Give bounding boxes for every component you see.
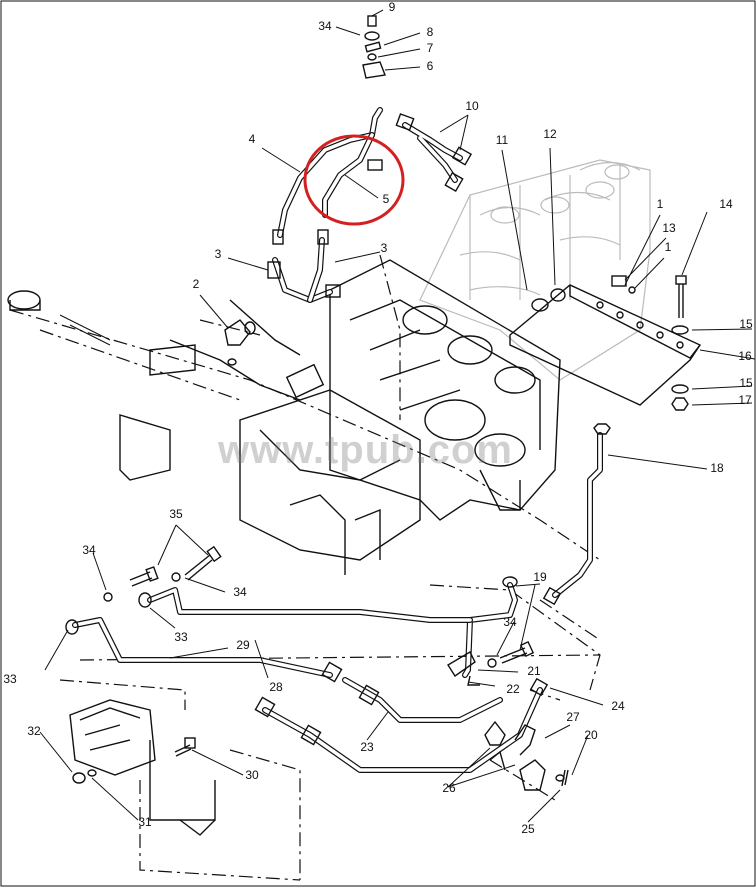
clamp-stack xyxy=(362,15,386,79)
callout-34-left: 34 xyxy=(82,543,96,557)
callout-29: 29 xyxy=(236,638,250,652)
clamp-21-22 xyxy=(447,640,535,686)
callout-27: 27 xyxy=(566,710,580,724)
callout-32: 32 xyxy=(27,724,41,738)
callout-33-mid: 33 xyxy=(174,630,188,644)
callout-19: 19 xyxy=(533,570,547,584)
callout-20: 20 xyxy=(584,728,598,742)
callout-23: 23 xyxy=(360,740,374,754)
callout-18: 18 xyxy=(710,461,724,475)
callout-3-right: 3 xyxy=(381,241,388,255)
callout-15-lower: 15 xyxy=(739,376,753,390)
callout-6: 6 xyxy=(427,59,434,73)
callout-7: 7 xyxy=(427,41,434,55)
callout-26: 26 xyxy=(442,781,456,795)
fitting xyxy=(272,229,284,245)
callout-3-left: 3 xyxy=(215,247,222,261)
callout-34-right: 34 xyxy=(503,615,517,629)
upper-tube-assembly xyxy=(267,107,473,303)
callout-11: 11 xyxy=(496,133,509,147)
callout-8: 8 xyxy=(427,25,434,39)
bolt-assembly-right xyxy=(671,275,689,411)
callout-labels: 1 1 2 3 3 4 5 6 7 8 9 10 11 12 13 14 15 … xyxy=(3,0,753,836)
highlight-circle xyxy=(303,134,405,226)
callout-31: 31 xyxy=(138,815,152,829)
callout-14: 14 xyxy=(719,197,733,211)
callout-15-upper: 15 xyxy=(739,317,753,331)
callout-21: 21 xyxy=(527,664,541,678)
callout-22: 22 xyxy=(506,682,520,696)
elbow-fitting xyxy=(224,319,256,366)
callout-30: 30 xyxy=(245,768,259,782)
clamp-26-27 xyxy=(484,720,569,791)
pump-assembly xyxy=(69,699,216,836)
callout-24: 24 xyxy=(611,699,625,713)
engine-block xyxy=(119,259,561,575)
callout-25: 25 xyxy=(521,822,535,836)
watermark-text: www.tpub.com xyxy=(218,428,513,472)
callout-17: 17 xyxy=(738,393,752,407)
callout-33-left: 33 xyxy=(3,672,17,686)
callout-34-top: 34 xyxy=(318,19,332,33)
callout-1-lower: 1 xyxy=(665,240,672,254)
bracket-plate xyxy=(509,275,702,406)
bolts-left-35 xyxy=(103,545,222,602)
callout-4: 4 xyxy=(249,132,256,146)
callout-35: 35 xyxy=(169,507,183,521)
long-tube-18 xyxy=(542,423,611,606)
callout-10: 10 xyxy=(465,99,479,113)
callout-28: 28 xyxy=(269,680,283,694)
leader-lines xyxy=(39,9,756,823)
lower-tube-network xyxy=(65,576,549,773)
engine-outline xyxy=(419,159,651,381)
callout-34-mid: 34 xyxy=(233,585,247,599)
callout-5: 5 xyxy=(383,192,390,206)
callout-1: 1 xyxy=(657,197,664,211)
callout-9: 9 xyxy=(389,0,396,14)
callout-16: 16 xyxy=(738,349,752,363)
callout-12: 12 xyxy=(543,127,557,141)
callout-13: 13 xyxy=(662,221,676,235)
left-oval-fitting xyxy=(7,290,111,346)
callout-2: 2 xyxy=(193,277,200,291)
